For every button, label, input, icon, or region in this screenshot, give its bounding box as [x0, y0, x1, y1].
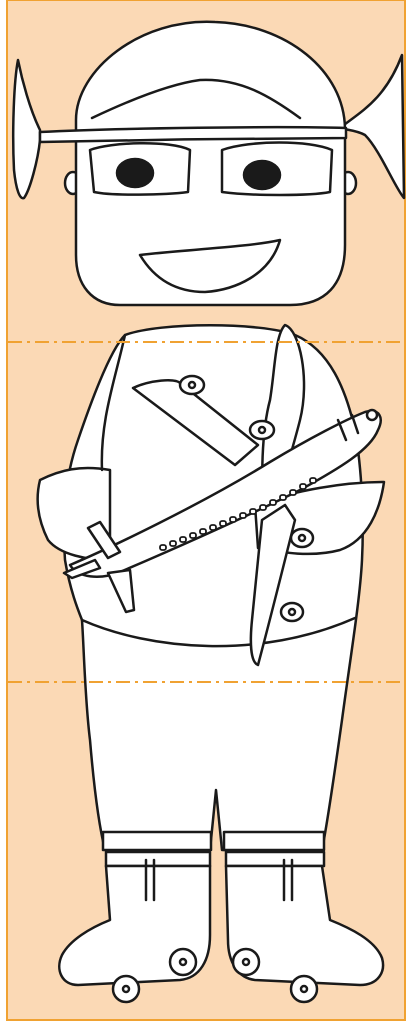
- hairband: [38, 125, 348, 144]
- left-shoulder: [100, 333, 127, 472]
- right-skate-cuff: [222, 830, 326, 852]
- head: [11, 20, 406, 307]
- mouth-icon: [138, 238, 282, 294]
- right-pigtail-icon: [338, 53, 406, 200]
- waistline: [80, 616, 357, 648]
- right-skate-lace: [282, 858, 294, 902]
- right-pupil-icon: [242, 159, 282, 191]
- right-roller-skate-icon: [222, 830, 385, 1004]
- airplane-cockpit: [336, 413, 360, 442]
- airplane-fuselage: [68, 409, 382, 578]
- airplane-tail-fin: [86, 520, 122, 560]
- hair-part-line: [90, 78, 302, 120]
- fold-lines: [8, 341, 404, 683]
- left-skate-lace: [144, 858, 156, 902]
- right-skate-cuff-band: [224, 850, 326, 868]
- left-pupil-icon: [115, 157, 155, 189]
- left-roller-skate-icon: [58, 830, 213, 1004]
- airplane-icon: [62, 374, 382, 667]
- face-outline: [74, 20, 347, 307]
- left-arm: [36, 466, 112, 562]
- left-pigtail-icon: [11, 58, 42, 200]
- airplane-back-wing: [131, 379, 260, 467]
- airplane-windows: [159, 477, 317, 551]
- left-skate-cuff: [101, 830, 213, 852]
- airplane-tail-stabilizer: [106, 568, 136, 614]
- left-skate-cuff-band: [104, 850, 212, 868]
- airplane-tail-tip: [62, 558, 102, 580]
